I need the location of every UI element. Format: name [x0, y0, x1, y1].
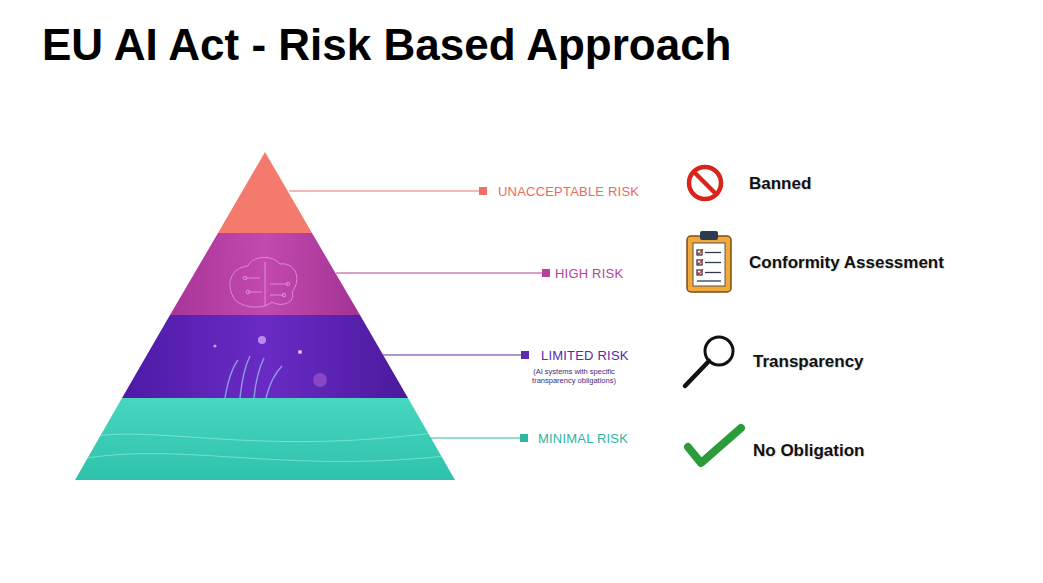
- brain-circuit: [230, 257, 297, 307]
- page-title: EU AI Act - Risk Based Approach: [42, 20, 731, 70]
- unacceptable-band: [218, 152, 312, 233]
- risk-pyramid: [75, 152, 455, 480]
- risk-level-label: MINIMAL RISK: [538, 431, 628, 446]
- magnifier-icon: [685, 337, 733, 386]
- leader-lines: [289, 187, 550, 442]
- risk-level-label: HIGH RISK: [555, 266, 623, 281]
- limited-band: [122, 315, 408, 398]
- high-band: [170, 233, 360, 315]
- risk-level-label: UNACCEPTABLE RISK: [498, 184, 639, 199]
- minimal-band: [75, 398, 455, 480]
- check-icon: [688, 428, 741, 463]
- obligation-label: Banned: [749, 174, 811, 194]
- obligation-label: Transparency: [753, 352, 864, 372]
- risk-level-label: LIMITED RISK: [541, 348, 629, 363]
- obligation-label: No Obligation: [753, 441, 864, 461]
- risk-level-note: (AI systems with specific transparency o…: [522, 368, 626, 385]
- obligation-label: Conformity Assessment: [749, 253, 944, 273]
- clipboard-icon: [687, 231, 731, 292]
- banned-icon: [689, 167, 721, 199]
